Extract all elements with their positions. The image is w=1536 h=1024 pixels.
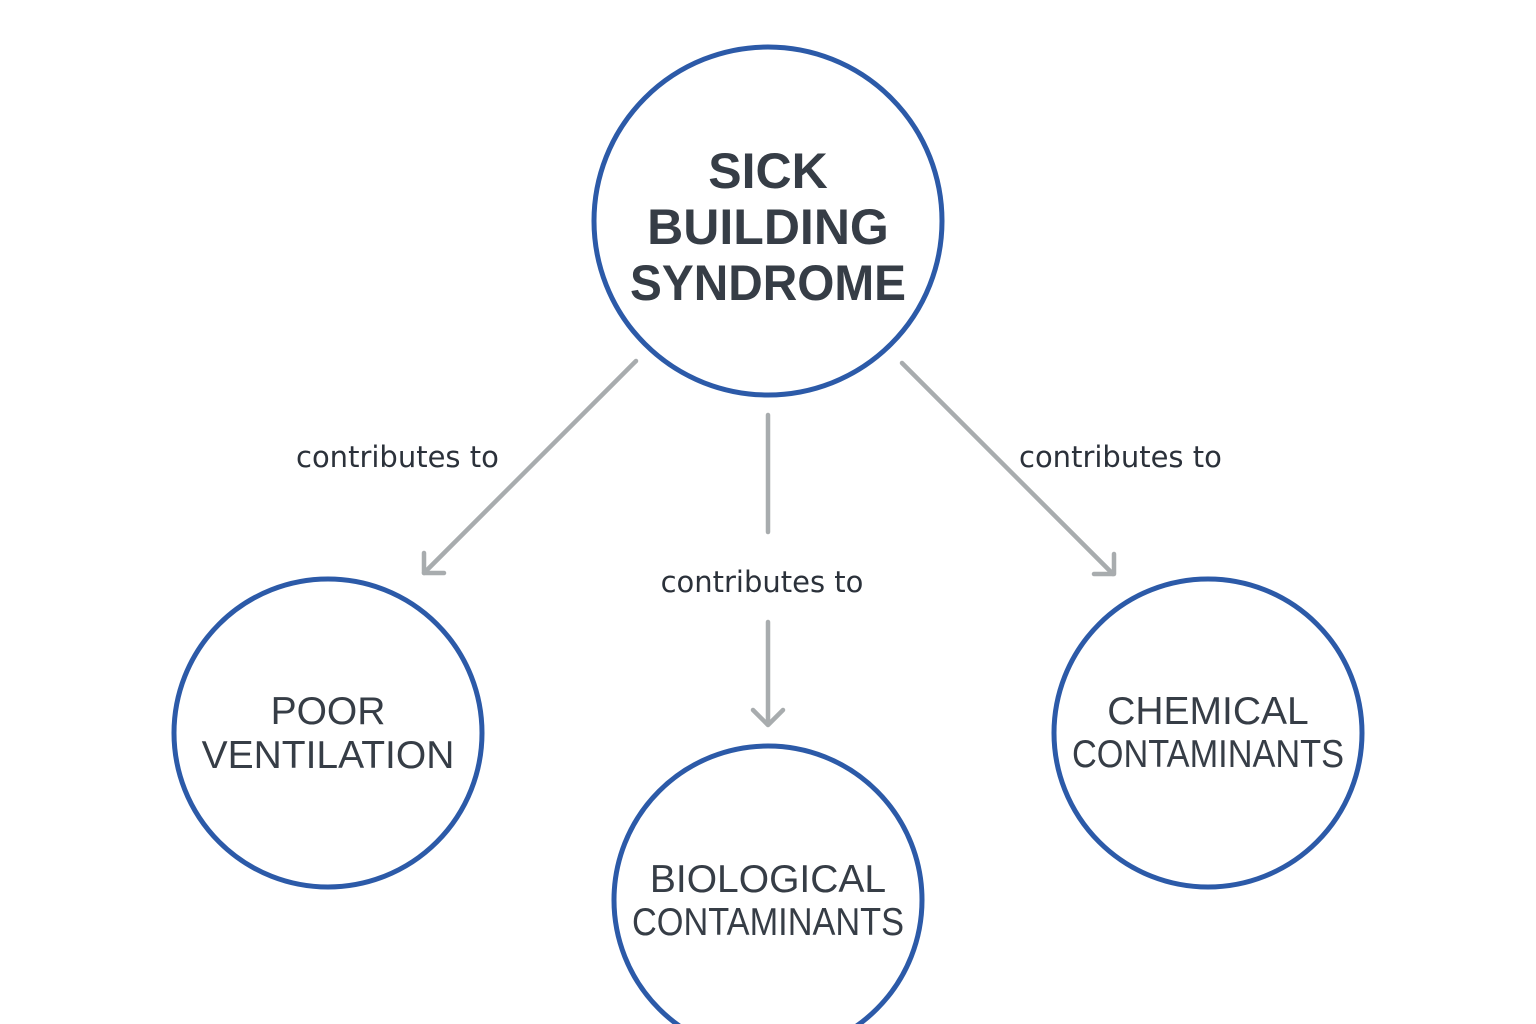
arrowhead-icon [750,707,786,728]
edge-line [421,358,639,576]
node-circle [611,743,925,1024]
node-label-line: CONTAMINANTS [632,901,904,944]
node-circle [171,576,485,890]
node-poor-ventilation[interactable]: POOR VENTILATION [171,576,485,890]
node-sick-building-syndrome[interactable]: SICK BUILDING SYNDROME [591,44,945,398]
edge-line [899,360,1116,577]
node-label-line: POOR [271,690,386,733]
edge-to-chemical-contaminants: contributes to [899,360,1222,577]
edge-label: contributes to [296,440,499,474]
edge-label: contributes to [661,565,864,599]
node-label-line: BUILDING [647,199,889,255]
edge-to-biological-contaminants: contributes to [661,412,864,728]
node-circle [1051,576,1365,890]
arrowhead-icon [1091,551,1117,577]
node-label-line: SICK [708,143,827,199]
node-biological-contaminants[interactable]: BIOLOGICAL CONTAMINANTS [611,743,925,1024]
node-label-line: CONTAMINANTS [1072,733,1344,776]
node-chemical-contaminants[interactable]: CHEMICAL CONTAMINANTS [1051,576,1365,890]
node-label-line: CHEMICAL [1107,690,1309,733]
node-label-line: SYNDROME [630,255,906,311]
node-circle [591,44,945,398]
edge-label: contributes to [1019,440,1222,474]
edge-to-poor-ventilation: contributes to [296,358,639,576]
node-label-line: VENTILATION [202,734,455,777]
arrowhead-icon [421,550,447,576]
node-label-line: BIOLOGICAL [650,858,886,901]
